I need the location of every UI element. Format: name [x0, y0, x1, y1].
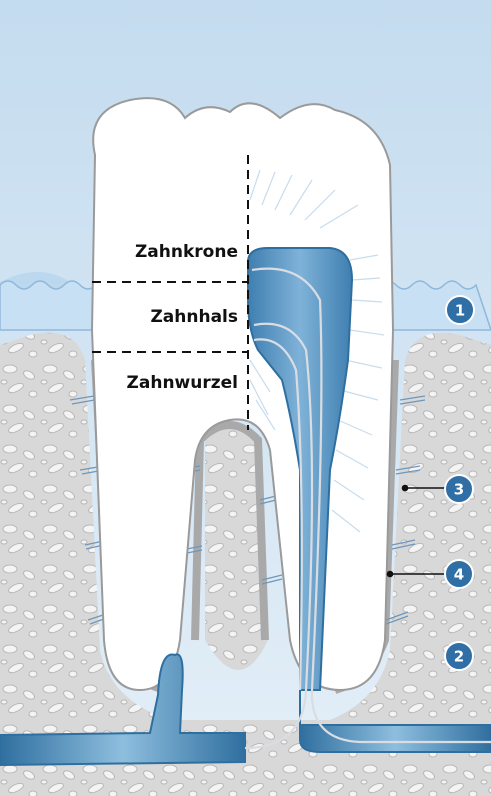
marker-3: 3 [445, 475, 473, 503]
marker-4: 4 [445, 560, 473, 588]
label-neck: Zahnhals [150, 307, 238, 327]
marker-1: 1 [446, 296, 474, 324]
marker-4-label: 4 [454, 566, 464, 584]
label-crown: Zahnkrone [135, 242, 238, 262]
label-root: Zahnwurzel [127, 373, 238, 393]
marker-2: 2 [445, 642, 473, 670]
marker-1-label: 1 [455, 302, 465, 320]
marker-3-label: 3 [454, 481, 464, 499]
marker-2-label: 2 [454, 648, 464, 666]
